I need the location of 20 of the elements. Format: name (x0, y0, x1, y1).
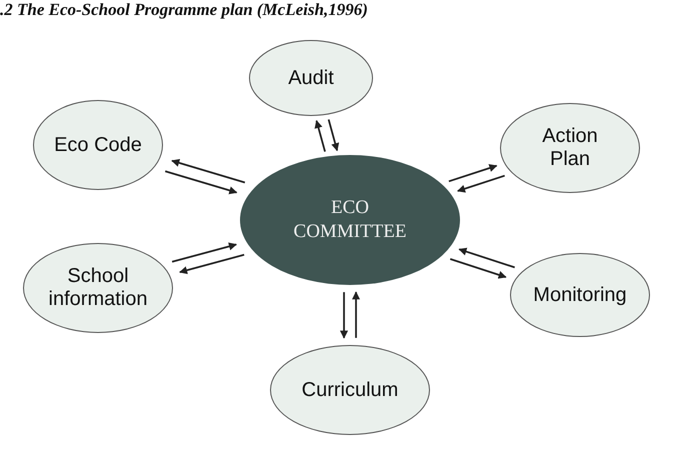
arrow (171, 158, 246, 184)
arrow (328, 119, 340, 152)
node-label: Eco Code (54, 134, 142, 156)
arrow (179, 254, 244, 274)
figure-title: .2 The Eco-School Programme plan (McLeish,1996) (0, 0, 368, 20)
arrow (340, 292, 348, 339)
arrow (172, 242, 237, 263)
arrow (352, 291, 360, 338)
node-label: Monitoring (533, 284, 627, 306)
arrow (164, 170, 238, 194)
node-label: School information (48, 265, 148, 311)
arrow (450, 258, 507, 279)
node-label: Curriculum (302, 378, 398, 402)
arrow (457, 174, 505, 193)
node-label: Audit (288, 66, 334, 90)
node-label: Action Plan (541, 125, 599, 171)
arrow (448, 164, 498, 182)
arrow (314, 120, 326, 152)
arrow (458, 248, 515, 268)
node-label: ECO COMMITTEE (292, 196, 408, 244)
